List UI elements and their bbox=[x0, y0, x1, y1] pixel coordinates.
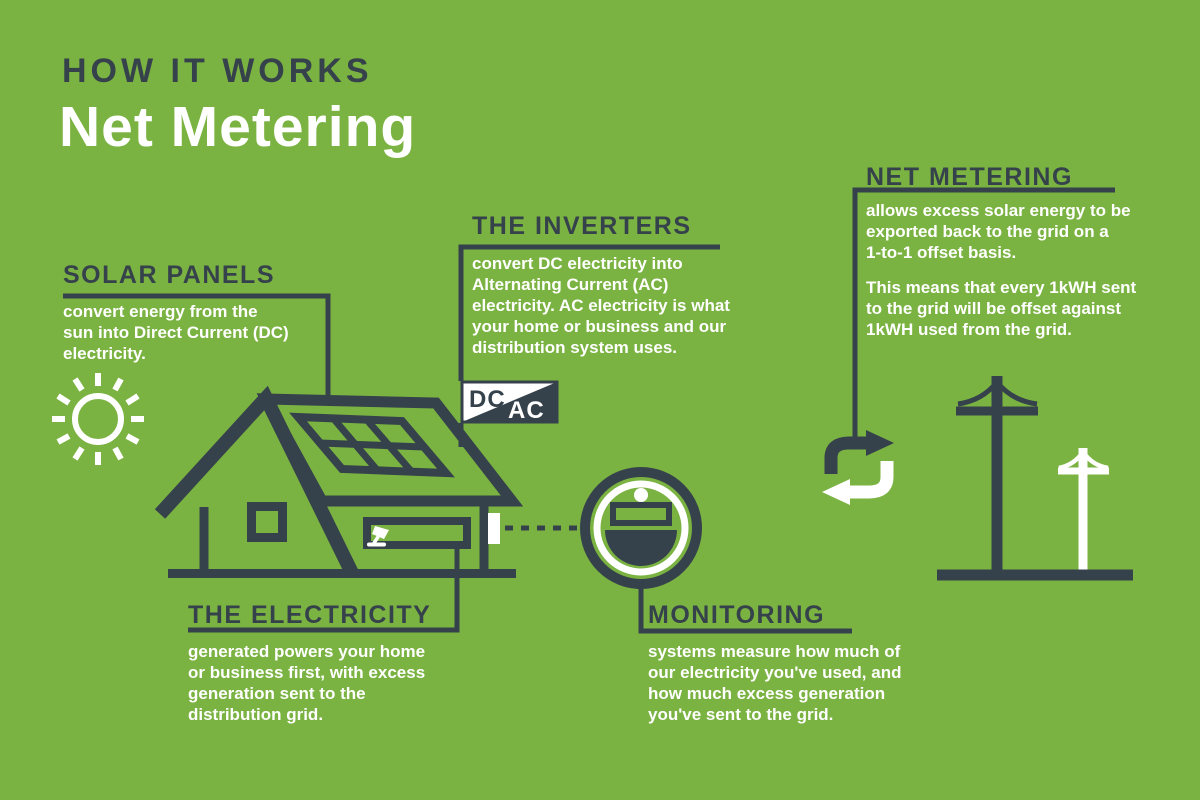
dc-label: DC bbox=[469, 386, 506, 413]
power-pole-white bbox=[1058, 448, 1109, 574]
electric-meter-icon bbox=[580, 467, 702, 589]
meter-dial bbox=[605, 530, 677, 566]
house-with-solar-panels-icon bbox=[154, 385, 524, 578]
gable-roof bbox=[154, 385, 359, 577]
section-body-paragraph-2: This means that every 1kWH sent to the g… bbox=[866, 278, 1137, 340]
power-poles-icon bbox=[937, 376, 1133, 581]
solar-panels-connector-line bbox=[63, 293, 331, 404]
section-body: convert DC electricity into Alternating … bbox=[472, 254, 730, 358]
exchange-arrow-dark bbox=[824, 436, 866, 474]
meter-dot bbox=[634, 488, 648, 502]
meter-outlet bbox=[488, 513, 500, 544]
exchange-arrow-white bbox=[850, 461, 894, 499]
power-pole-dark bbox=[956, 376, 1038, 574]
meter-display bbox=[610, 502, 672, 526]
exchange-arrow-white-head bbox=[822, 479, 850, 505]
meter-outer-ring bbox=[580, 467, 702, 589]
sun-icon bbox=[52, 373, 144, 465]
exchange-arrows-icon bbox=[822, 430, 894, 505]
section-title: THE ELECTRICITY bbox=[188, 601, 432, 629]
net-metering-connector-line bbox=[852, 187, 1115, 437]
section-body: convert energy from the sun into Direct … bbox=[63, 302, 289, 364]
section-title: NET METERING bbox=[866, 163, 1073, 191]
dc-ac-flag-icon: DC AC bbox=[460, 380, 559, 424]
wide-window bbox=[363, 517, 471, 549]
header-kicker: HOW IT WORKS bbox=[62, 52, 373, 90]
sun-disc bbox=[72, 393, 124, 445]
solar-panel-array bbox=[289, 412, 455, 478]
desk-lamp-icon bbox=[367, 526, 389, 547]
dc-ac-flag-diagonal bbox=[462, 382, 557, 422]
section-title: SOLAR PANELS bbox=[63, 261, 275, 289]
section-body: generated powers your home or business f… bbox=[188, 642, 426, 725]
ac-label: AC bbox=[508, 397, 545, 424]
section-body: systems measure how much of our electric… bbox=[648, 642, 902, 725]
inverters-connector-line bbox=[458, 244, 720, 381]
page-title: Net Metering bbox=[59, 95, 417, 159]
section-body-paragraph-1: allows excess solar energy to be exporte… bbox=[866, 201, 1131, 263]
section-title: MONITORING bbox=[648, 601, 826, 629]
section-body-group: allows excess solar energy to be exporte… bbox=[866, 200, 1136, 340]
square-window bbox=[247, 502, 287, 542]
sun-rays bbox=[52, 373, 144, 465]
section-title: THE INVERTERS bbox=[472, 212, 692, 240]
meter-white-ring bbox=[593, 480, 689, 576]
exchange-arrow-dark-head bbox=[866, 430, 894, 456]
monitoring-connector-line bbox=[638, 584, 852, 634]
